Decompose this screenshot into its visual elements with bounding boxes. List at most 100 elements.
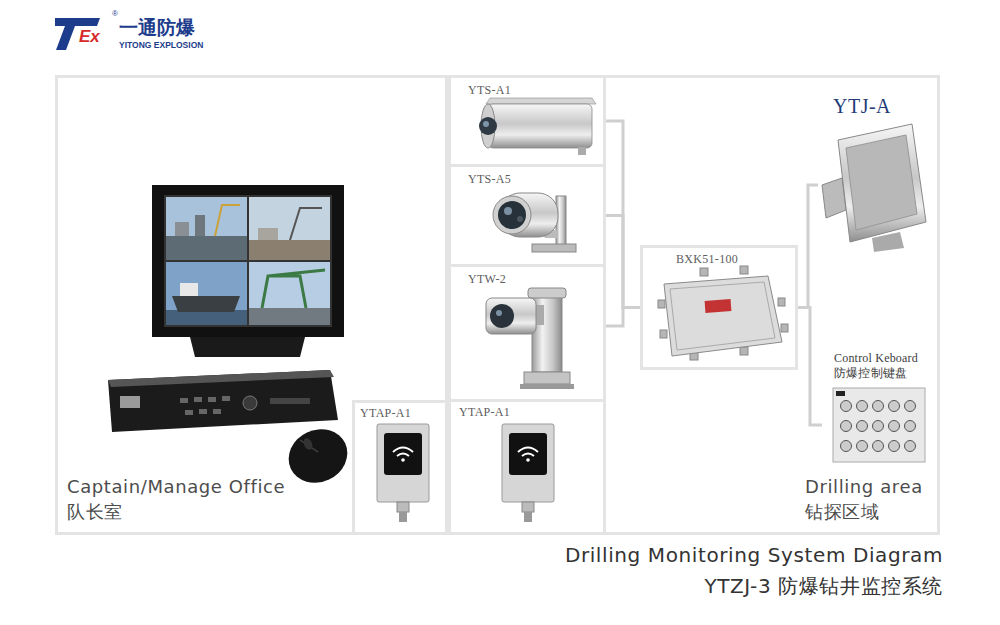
keyboard-illustration-part xyxy=(857,441,868,452)
bracket-camera-illustration-part xyxy=(504,207,512,215)
connector-line xyxy=(606,308,640,327)
junction-box-illustration-part xyxy=(740,266,748,274)
bullet-camera-illustration-part xyxy=(578,147,586,155)
recorder-illustration-part xyxy=(213,409,221,414)
caption-subline: YTZJ-3 防爆钻井监控系统 xyxy=(704,573,943,600)
mouse-illustration-part xyxy=(302,437,314,451)
keyboard-illustration-part xyxy=(857,401,868,412)
junction-box-illustration-part xyxy=(664,276,782,356)
node-sublabel: 队长室 xyxy=(67,500,123,524)
device-box: YTAP-A1 xyxy=(448,399,606,535)
access-point-illustration-part xyxy=(522,454,534,457)
recorder-illustration-part xyxy=(270,398,310,404)
junction-box-illustration-part xyxy=(778,298,785,306)
keyboard-illustration-part xyxy=(873,401,884,412)
keyboard-illustration-part xyxy=(889,401,900,412)
recorder-illustration-part xyxy=(108,370,334,387)
monitor-illustration-part xyxy=(215,205,240,236)
mouse-illustration xyxy=(280,420,356,492)
recorder-illustration-part xyxy=(185,410,193,415)
keyboard-illustration-part xyxy=(873,421,884,432)
node-sublabel: 防爆控制键盘 xyxy=(834,366,907,381)
keyboard-illustration-part xyxy=(857,421,868,432)
bracket-camera-illustration-part xyxy=(493,196,531,234)
diagram-caption: Drilling Monitoring System Diagram xyxy=(565,543,943,567)
monitor-illustration xyxy=(152,185,344,357)
display-illustration-part xyxy=(822,178,846,218)
access-point-illustration-part xyxy=(502,424,554,502)
access-point-illustration-part xyxy=(397,454,409,457)
logo-mark xyxy=(55,18,100,50)
node-label: YTAP-A1 xyxy=(360,406,411,420)
access-point-illustration-part xyxy=(522,502,534,512)
access-point-illustration-part xyxy=(393,448,413,453)
node-label: Drilling area xyxy=(805,475,923,499)
keyboard-illustration-part xyxy=(889,441,900,452)
monitor-illustration-part xyxy=(249,262,330,325)
node-label: YTS-A1 xyxy=(468,83,511,97)
junction-box-illustration-part xyxy=(670,282,775,350)
junction-box-illustration-part xyxy=(781,324,788,332)
bracket-camera-illustration-part xyxy=(517,216,523,222)
connector-line xyxy=(606,216,640,308)
bullet-camera-illustration-part xyxy=(488,104,592,148)
junction-box-illustration-part xyxy=(658,300,665,308)
mouse-illustration-part xyxy=(280,420,356,492)
logo-mark-part xyxy=(55,18,100,50)
bracket-camera-illustration-part xyxy=(532,244,576,252)
keyboard-illustration-part xyxy=(905,441,916,452)
node-label: Captain/Manage Office xyxy=(67,475,285,499)
keyboard-illustration-part xyxy=(841,441,852,452)
recorder-illustration-part xyxy=(108,370,338,432)
device-box: Control Keboard防爆控制键盘 xyxy=(822,345,934,467)
node-label: YTW-2 xyxy=(468,272,506,286)
ptz-camera-illustration-part xyxy=(536,305,544,325)
device-box: YTAP-A1 xyxy=(352,400,448,535)
node-label: Control Keboard xyxy=(834,351,918,366)
access-point-illustration-part xyxy=(399,512,407,522)
monitor-illustration-part xyxy=(175,222,189,236)
access-point-illustration-part xyxy=(384,433,422,475)
bullet-camera-illustration-part xyxy=(483,121,489,127)
access-point-illustration-part xyxy=(509,433,547,475)
recorder-illustration-part xyxy=(180,398,188,403)
monitor-illustration-part xyxy=(166,310,247,325)
access-point-illustration xyxy=(502,424,554,522)
zone-box: Captain/Manage Office队长室 YTAP-A1 xyxy=(55,75,448,535)
monitor-illustration-part xyxy=(249,197,330,260)
recorder-illustration-part xyxy=(194,397,202,402)
monitor-illustration-part xyxy=(249,240,330,260)
junction-box-illustration-part xyxy=(660,330,667,338)
device-box: BXK51-100 xyxy=(640,245,798,370)
recorder-illustration-part xyxy=(120,396,140,408)
monitor-illustration-part xyxy=(180,283,198,296)
keyboard-illustration-part xyxy=(841,421,852,432)
keyboard-illustration-part xyxy=(836,391,845,396)
device-box: YTS-A5 xyxy=(448,164,606,267)
access-point-illustration-part xyxy=(397,502,409,512)
access-point-illustration-part xyxy=(377,424,429,502)
keyboard-illustration xyxy=(833,388,925,462)
monitor-illustration-part xyxy=(258,228,278,240)
bracket-camera-illustration xyxy=(493,193,576,252)
device-box: YTS-A1 xyxy=(448,75,606,167)
keyboard-illustration-part xyxy=(905,401,916,412)
monitor-illustration-part xyxy=(262,270,325,308)
recorder-illustration xyxy=(108,370,338,432)
keyboard-illustration-part xyxy=(889,421,900,432)
recorder-illustration-part xyxy=(199,409,207,414)
junction-box-illustration-part xyxy=(705,299,732,313)
monitor-illustration-part xyxy=(172,296,240,312)
monitor-illustration-part xyxy=(166,262,247,325)
display-illustration-part xyxy=(872,232,904,252)
node-label: YTAP-A1 xyxy=(459,405,510,419)
monitor-illustration-part xyxy=(166,197,247,260)
keyboard-illustration-part xyxy=(833,388,925,462)
brand-name: 一通防爆 xyxy=(119,15,195,41)
monitor-illustration-part xyxy=(164,195,332,327)
recorder-illustration-part xyxy=(243,396,257,410)
connector-line xyxy=(798,308,822,426)
connector-line xyxy=(798,185,818,308)
logo-mark-text: Ex xyxy=(79,27,100,47)
access-point-illustration-part xyxy=(526,458,530,462)
